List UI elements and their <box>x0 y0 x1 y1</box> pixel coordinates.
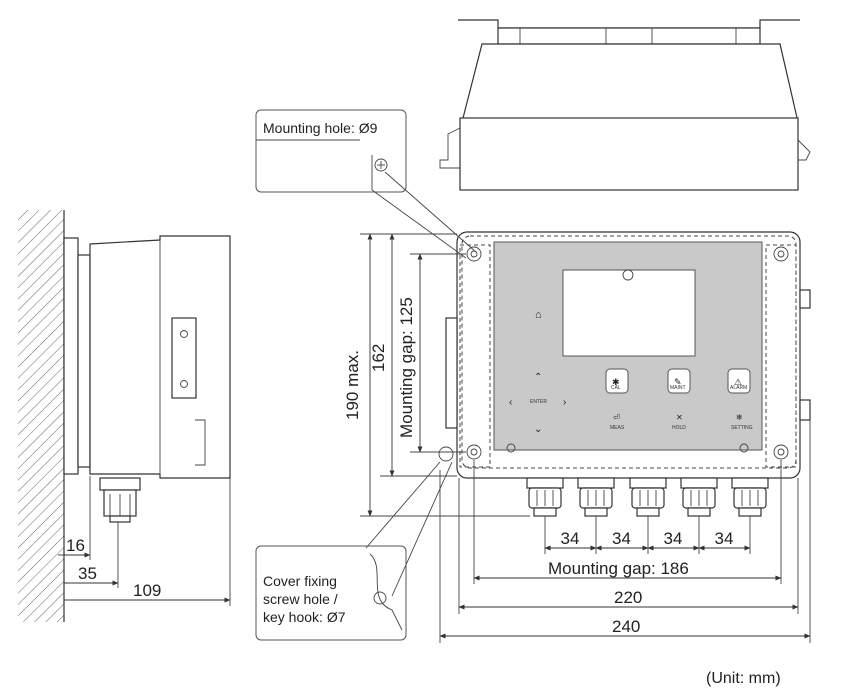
dim-35-label: 35 <box>78 564 97 583</box>
cable-gland <box>577 477 615 517</box>
dim-mounting-gap-125-label: Mounting gap: 125 <box>397 297 416 438</box>
display-window <box>562 269 696 357</box>
mounting-hole-text: Mounting hole: Ø9 <box>263 120 378 136</box>
svg-text:✎: ✎ <box>674 377 682 387</box>
svg-text:MAINT: MAINT <box>670 385 686 391</box>
dim-162-label: 162 <box>369 344 388 372</box>
svg-text:⌃: ⌃ <box>534 372 542 383</box>
svg-text:‹: ‹ <box>509 397 512 408</box>
gland-pitch-dims: 34 34 34 34 <box>544 516 751 554</box>
unit-note: (Unit: mm) <box>706 670 781 687</box>
svg-text:❄: ❄ <box>736 413 743 422</box>
svg-text:⌄: ⌄ <box>534 424 542 435</box>
top-housing <box>461 43 799 123</box>
side-cable-gland <box>99 477 141 523</box>
gland-pitch-label: 34 <box>664 529 683 548</box>
dim-16-label: 16 <box>66 536 85 555</box>
cable-glands <box>526 477 769 517</box>
svg-text:⌂: ⌂ <box>535 309 542 321</box>
dim-mounting-gap-186-label: Mounting gap: 186 <box>548 559 689 578</box>
top-cover <box>459 117 799 191</box>
gland-pitch-label: 34 <box>715 529 734 548</box>
svg-text:✕: ✕ <box>676 413 683 422</box>
dim-220-label: 220 <box>614 588 642 607</box>
mounting-screws <box>438 246 789 462</box>
dim-240-label: 240 <box>612 617 640 636</box>
gland-pitch-label: 34 <box>561 529 580 548</box>
cal-button <box>605 368 629 394</box>
svg-text:✱: ✱ <box>612 377 620 387</box>
dim-109-label: 109 <box>133 581 161 600</box>
cable-gland <box>526 477 564 517</box>
cover-screw-text-3: key hook: Ø7 <box>263 609 346 625</box>
cover-screw-text-2: screw hole / <box>263 591 338 607</box>
svg-text:⚠: ⚠ <box>734 377 742 387</box>
cable-gland <box>629 477 667 517</box>
top-view <box>439 19 811 191</box>
cable-gland <box>731 477 769 517</box>
svg-text:CAL: CAL <box>611 385 621 391</box>
svg-text:SETTING: SETTING <box>731 425 753 431</box>
svg-text:›: › <box>563 397 566 408</box>
dim-190max-label: 190 max. <box>343 350 362 420</box>
cover-screw-text-1: Cover fixing <box>263 573 337 589</box>
enter-key-label: ENTER <box>530 399 547 405</box>
svg-text:ALARM: ALARM <box>730 385 747 391</box>
maint-button <box>667 368 691 394</box>
svg-text:⏎: ⏎ <box>613 413 620 422</box>
side-view: 16 35 109 <box>18 210 231 622</box>
mounting-plate <box>63 237 79 475</box>
front-view: ⌂ ⌃ ⌄ ‹ › ENTER CAL MAINT ALARM ✱ ✎ ⚠ ⏎ … <box>343 231 811 643</box>
wall-hatch <box>18 210 64 622</box>
svg-text:HOLD: HOLD <box>672 425 686 431</box>
svg-text:MEAS: MEAS <box>610 425 625 431</box>
alarm-button <box>727 368 751 394</box>
mounting-hole-callout: Mounting hole: Ø9 <box>255 109 477 259</box>
gland-pitch-label: 34 <box>612 529 631 548</box>
cover-screw-callout: Cover fixing screw hole / key hook: Ø7 <box>255 461 453 641</box>
cable-gland <box>680 477 718 517</box>
